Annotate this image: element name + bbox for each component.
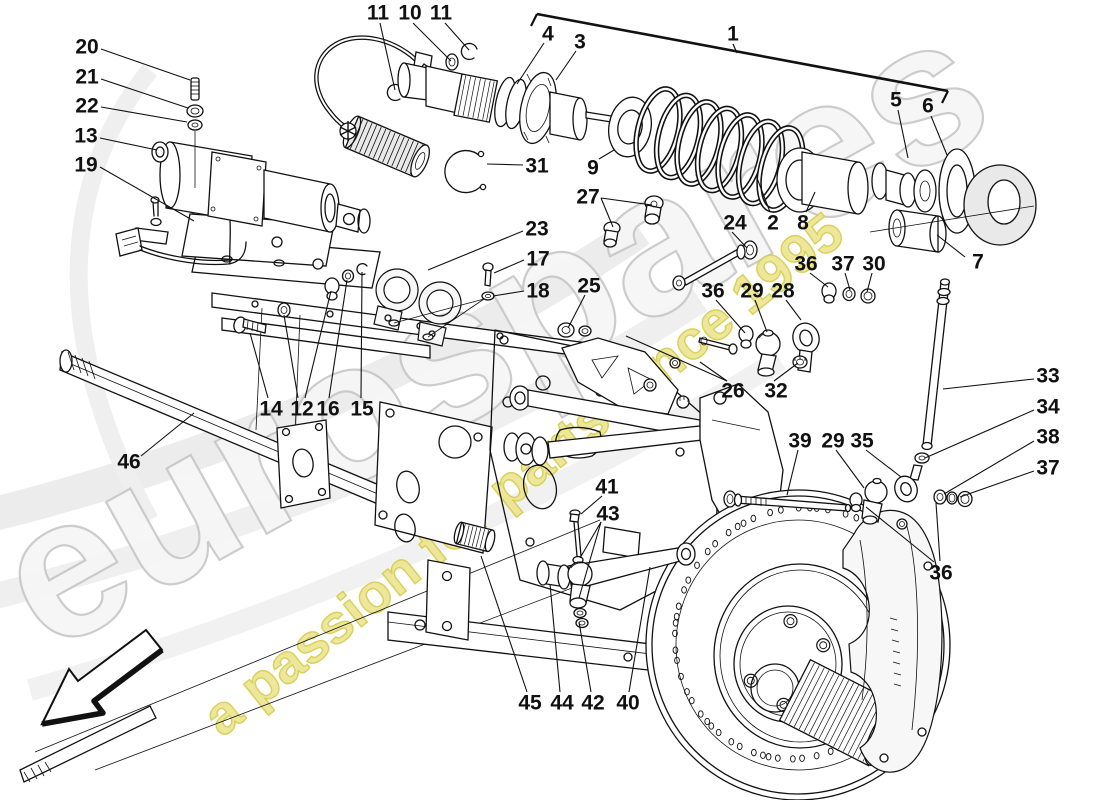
- part-number-label: 9: [587, 157, 599, 180]
- part-number-label: 35: [850, 430, 874, 453]
- part-number-label: 36: [929, 562, 952, 585]
- part-number-label: 33: [1036, 365, 1059, 388]
- part-number-label: 5: [890, 89, 902, 112]
- part-number-label: 21: [75, 66, 99, 89]
- part-number-label: 37: [831, 253, 854, 276]
- part-number-label: 19: [74, 154, 97, 177]
- shock-absorber: [397, 62, 1037, 253]
- assembly-bracket: [530, 12, 949, 104]
- part-number-label: 7: [972, 251, 984, 274]
- mounting-clamps: [373, 262, 495, 347]
- stabilizer-link: [723, 278, 973, 525]
- lower-arm: [453, 509, 696, 629]
- part-number-label: 15: [350, 398, 374, 421]
- part-number-label: 36: [794, 253, 817, 276]
- part-number-label: 40: [616, 692, 639, 715]
- part-number-label: 1: [727, 23, 739, 46]
- brake-caliper: [842, 509, 943, 773]
- part-number-label: 13: [74, 125, 97, 148]
- part-number-label: 12: [290, 398, 313, 421]
- part-number-label: 41: [595, 476, 619, 499]
- part-number-label: 16: [316, 398, 339, 421]
- part-number-label: 4: [542, 23, 554, 46]
- part-number-label: 32: [764, 380, 787, 403]
- part-number-label: 8: [797, 212, 809, 235]
- part-number-label: 29: [740, 280, 763, 303]
- part-number-label: 26: [721, 380, 744, 403]
- part-number-label: 39: [788, 430, 811, 453]
- part-number-label: 38: [1036, 426, 1060, 449]
- part-number-label: 20: [75, 36, 98, 59]
- part-number-label: 31: [525, 155, 549, 178]
- direction-arrow-icon: [40, 628, 164, 727]
- part-number-label: 46: [117, 451, 140, 474]
- part-number-label: 23: [525, 218, 548, 241]
- part-number-label: 27: [576, 186, 599, 209]
- part-number-label: 10: [398, 2, 421, 25]
- part-number-label: 45: [518, 692, 542, 715]
- part-number-label: 11: [367, 2, 390, 25]
- hydraulic-actuator: [115, 77, 381, 289]
- chassis-frame: [19, 292, 721, 783]
- part-number-label: 30: [862, 253, 885, 276]
- part-number-label: 17: [526, 248, 549, 271]
- part-number-label: 34: [1036, 396, 1060, 419]
- part-number-label: 22: [75, 95, 98, 118]
- part-number-label: 2: [767, 212, 779, 235]
- part-number-label: 36: [701, 280, 724, 303]
- part-number-label: 3: [574, 31, 586, 54]
- part-number-label: 6: [922, 95, 934, 118]
- part-number-label: 25: [577, 275, 601, 298]
- part-number-label: 11: [430, 2, 453, 25]
- part-number-label: 43: [596, 503, 619, 526]
- part-number-label: 44: [550, 692, 574, 715]
- part-number-label: 14: [259, 398, 283, 421]
- part-number-label: 37: [1036, 457, 1059, 480]
- part-number-label: 28: [771, 280, 795, 303]
- part-number-label: 24: [723, 212, 747, 235]
- part-number-label: 42: [581, 692, 604, 715]
- part-number-label: 29: [821, 430, 844, 453]
- coil-spring: [633, 86, 806, 213]
- hardware-fasteners: [233, 195, 876, 377]
- part-number-label: 18: [526, 280, 550, 303]
